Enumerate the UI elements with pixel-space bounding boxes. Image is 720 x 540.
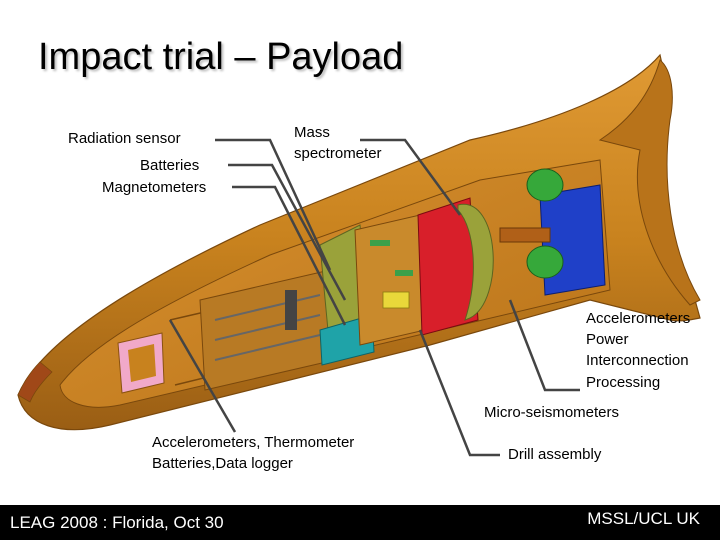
label-batteries: Batteries [140, 157, 200, 174]
leader-mass-spectrometer [360, 138, 462, 216]
label-accelerometers-thermometer: Accelerometers, Thermometer [152, 434, 355, 451]
label-power: Power [586, 331, 629, 348]
dark-component [285, 290, 297, 330]
electronics-board [354, 214, 426, 346]
label-radiation-sensor: Radiation sensor [68, 130, 181, 147]
olive-dish [457, 204, 494, 321]
label-accelerometers-right: Accelerometers [586, 310, 691, 327]
footer-org: MSSL/UCL UK [587, 509, 700, 528]
payload-cutaway-diagram [17, 53, 701, 457]
yellow-chip [382, 291, 410, 309]
label-processing: Processing [586, 374, 661, 391]
green-coil-upper [526, 168, 564, 202]
leader-right-group [508, 299, 580, 392]
label-interconnection: Interconnection [586, 352, 689, 369]
label-magnetometers: Magnetometers [102, 179, 207, 196]
gray-strut-1 [214, 294, 321, 321]
drill-shaft [499, 227, 551, 243]
label-mass-spectrometer-line2: spectrometer [294, 145, 382, 162]
pink-battery-box-inner [128, 344, 156, 382]
green-chip-1 [370, 240, 390, 246]
leader-radiation-sensor [215, 138, 332, 271]
label-drill-assembly: Drill assembly [508, 446, 602, 463]
leader-drill [418, 329, 500, 457]
gray-strut-3 [214, 334, 321, 361]
label-batteries-data-logger: Batteries,Data logger [152, 455, 293, 472]
leader-lines [168, 138, 580, 457]
label-mass-spectrometer-line1: Mass [294, 124, 330, 141]
gray-strut-2 [214, 314, 321, 341]
tail-flare [598, 59, 701, 306]
footer-bar: LEAG 2008 : Florida, Oct 30 MSSL/UCL UK [0, 505, 720, 540]
nose-tip [17, 361, 53, 403]
green-coil-lower [526, 245, 564, 279]
slide-title: Impact trial – Payload [38, 36, 404, 78]
label-micro-seismometers: Micro-seismometers [484, 404, 620, 421]
leader-magnetometers [232, 185, 347, 326]
green-chip-2 [395, 270, 413, 276]
footer-event: LEAG 2008 : Florida, Oct 30 [10, 513, 224, 532]
leader-batteries [228, 163, 347, 301]
leader-bottom-group [168, 319, 237, 433]
